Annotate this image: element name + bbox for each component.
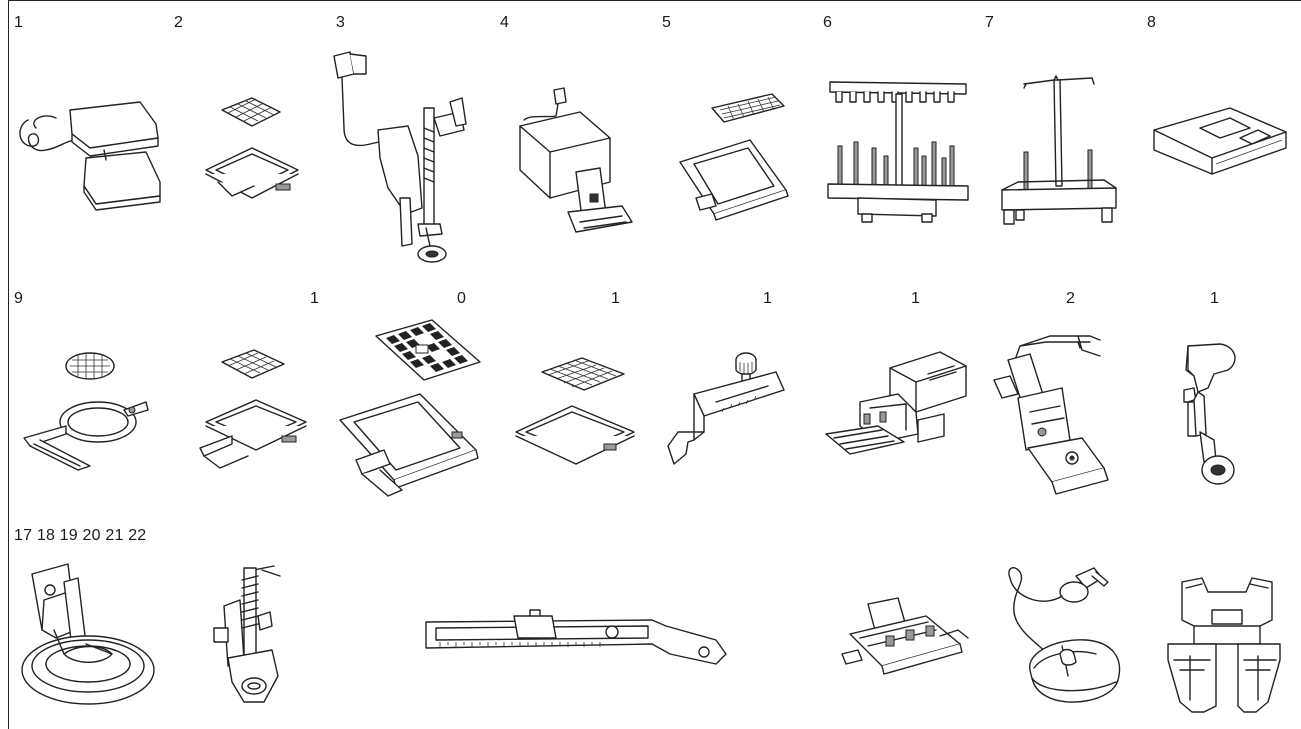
item-number: 1 <box>611 290 621 307</box>
item-number: 1 <box>310 290 320 307</box>
item-number: 3 <box>336 14 346 31</box>
item-number: 2 <box>174 14 184 31</box>
extra-small-frame-icon <box>20 344 160 474</box>
item-number: 8 <box>1147 14 1157 31</box>
free-motion-foot-icon <box>204 562 300 710</box>
item-number: 5 <box>662 14 672 31</box>
item-number: 1 <box>1210 290 1220 307</box>
foot-controller-icon <box>14 90 174 215</box>
figure-frame <box>8 0 1301 729</box>
quilting-foot-icon <box>1166 340 1246 490</box>
border-frame-icon <box>672 86 796 226</box>
item-numbers-row: 17 18 19 20 21 22 <box>14 527 147 544</box>
walking-foot-icon <box>330 48 470 268</box>
side-cutter-guide-icon <box>664 346 788 468</box>
item-number: 7 <box>985 14 995 31</box>
item-number: 9 <box>14 290 24 307</box>
roller-foot-icon <box>820 346 976 466</box>
item-number: 1 <box>911 290 921 307</box>
side-cutter-icon <box>990 332 1120 500</box>
item-number: 0 <box>457 290 467 307</box>
pintuck-foot-icon <box>1164 574 1284 714</box>
item-number: 2 <box>1066 290 1076 307</box>
spool-stand-icon <box>996 74 1126 236</box>
usb-mouse-icon <box>1004 562 1136 714</box>
item-number: 1 <box>14 14 24 31</box>
small-frame-icon <box>196 344 320 476</box>
dual-feed-foot-icon <box>510 82 640 240</box>
item-number: 6 <box>823 14 833 31</box>
medium-frame-icon <box>512 352 640 470</box>
extension-table-icon <box>1150 100 1290 186</box>
item-number: 4 <box>500 14 510 31</box>
item-number: 1 <box>763 290 773 307</box>
circular-attachment-icon <box>420 614 732 668</box>
bobbin-work-foot-icon <box>16 560 156 708</box>
small-embroidery-frame-icon <box>198 92 308 220</box>
ten-spool-thread-stand-icon <box>824 76 974 234</box>
large-frame-icon <box>336 314 492 510</box>
open-toe-foot-icon <box>840 596 970 686</box>
